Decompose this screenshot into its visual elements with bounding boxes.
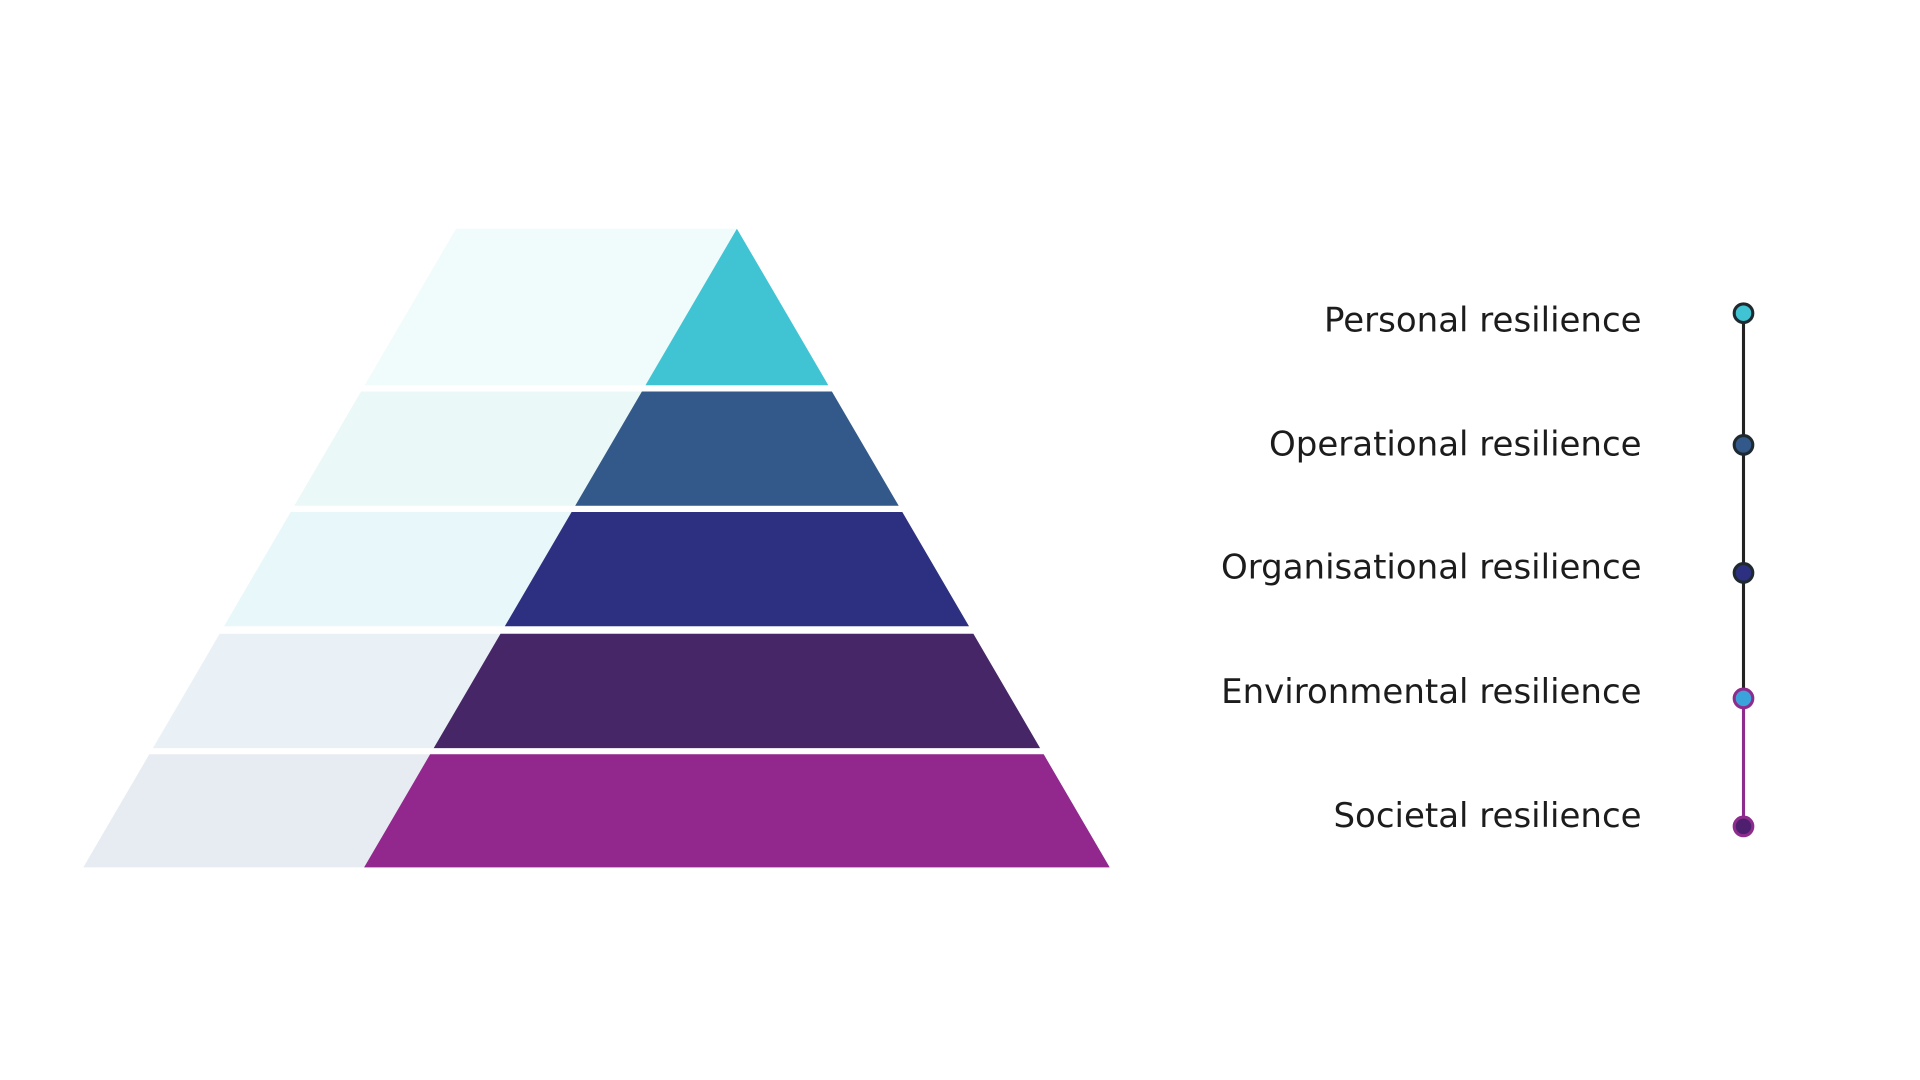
timeline-marker-5 xyxy=(1732,815,1755,838)
level-label-3: Organisational resilience xyxy=(1221,548,1642,588)
level-timeline xyxy=(1732,302,1755,838)
level-label-1: Personal resilience xyxy=(1324,300,1642,340)
level-label-4: Environmental resilience xyxy=(1221,672,1641,712)
level-label-5: Societal resilience xyxy=(1333,796,1641,836)
pyramid-band-5 xyxy=(364,754,1110,868)
timeline-marker-4 xyxy=(1732,687,1755,710)
pyramid xyxy=(83,228,1110,868)
pyramid-band-3 xyxy=(504,512,969,627)
timeline-marker-1 xyxy=(1732,302,1755,325)
timeline-marker-3 xyxy=(1732,562,1755,584)
pyramid-band-4 xyxy=(433,633,1041,749)
pyramid-band-1 xyxy=(645,228,829,386)
level-label-2: Operational resilience xyxy=(1269,425,1642,465)
timeline-marker-2 xyxy=(1732,434,1755,456)
pyramid-band-2 xyxy=(575,391,899,506)
